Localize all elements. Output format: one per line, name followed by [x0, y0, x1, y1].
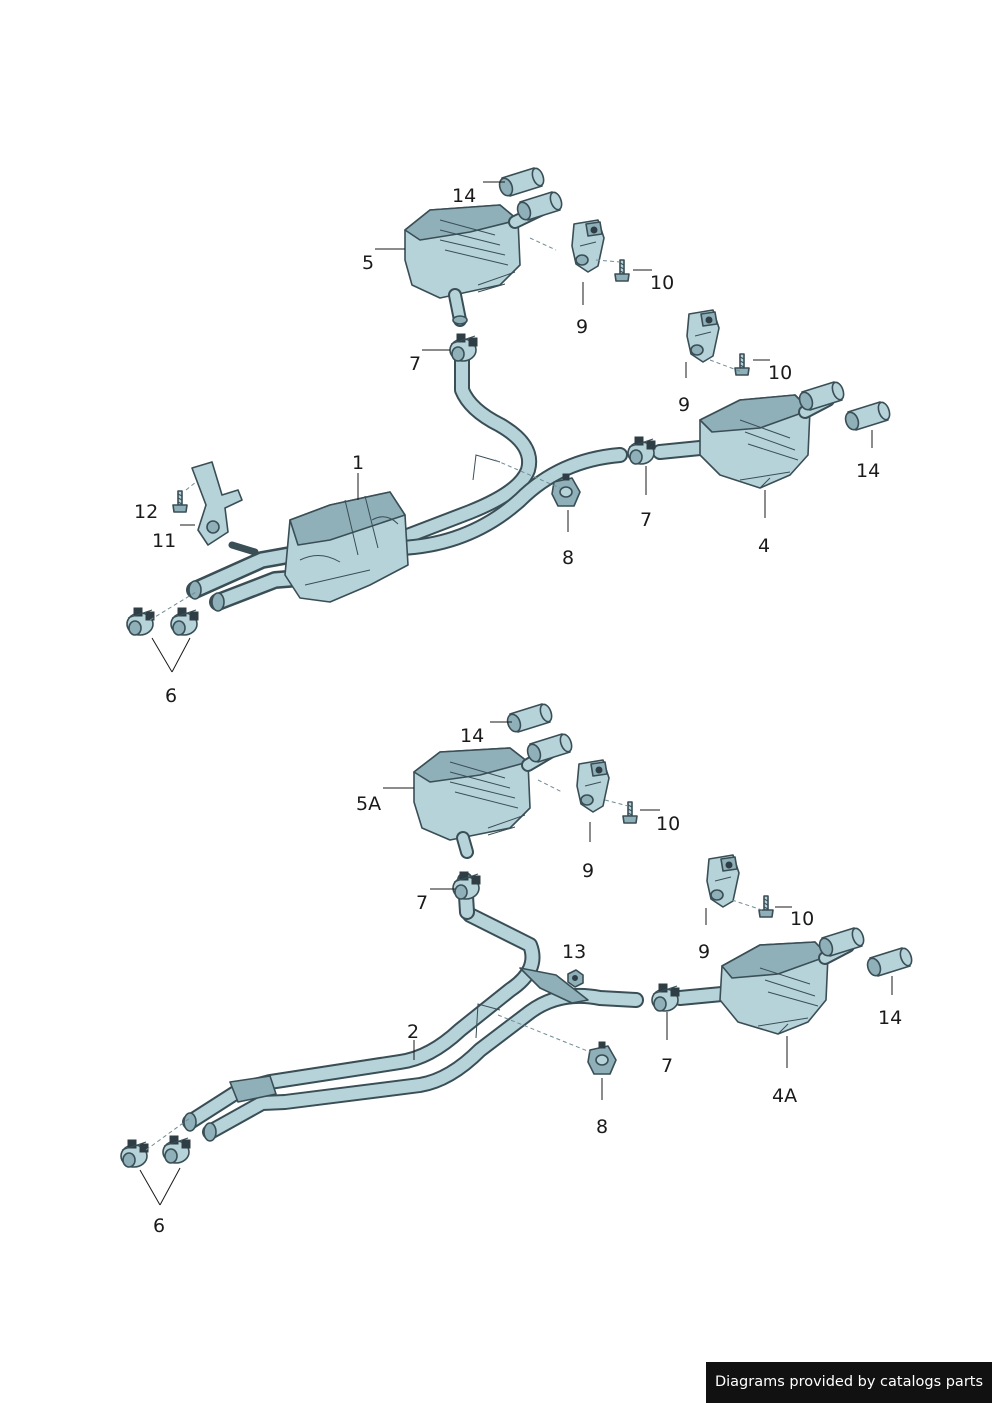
callout-13: 13 [562, 941, 586, 963]
callout-12: 12 [134, 501, 158, 523]
callout-9-top-a: 9 [576, 316, 588, 338]
callout-14-bottom-b: 14 [878, 1007, 902, 1029]
callout-14-bottom-a: 14 [460, 725, 484, 747]
callout-5: 5 [362, 252, 374, 274]
credit-banner[interactable]: Diagrams provided by catalogs parts [706, 1362, 992, 1403]
callout-8-top: 8 [562, 547, 574, 569]
top-assembly: 14 5 9 10 7 9 10 14 1 7 4 8 12 11 [126, 166, 893, 707]
callout-2: 2 [407, 1021, 419, 1043]
callout-7-top-b: 7 [640, 509, 652, 531]
callout-4a: 4A [772, 1085, 797, 1107]
top-callouts: 14 5 9 10 7 9 10 14 1 7 4 8 12 11 [134, 181, 880, 707]
callout-6-top: 6 [165, 685, 177, 707]
callout-7-bottom-b: 7 [661, 1055, 673, 1077]
callout-10-bottom-a: 10 [656, 813, 680, 835]
callout-14-top-a: 14 [452, 185, 476, 207]
callout-9-bottom-b: 9 [698, 941, 710, 963]
callout-9-bottom-a: 9 [582, 860, 594, 882]
callout-10-top-a: 10 [650, 272, 674, 294]
callout-10-top-b: 10 [768, 362, 792, 384]
callout-4: 4 [758, 535, 770, 557]
callout-14-top-b: 14 [856, 460, 880, 482]
callout-1: 1 [352, 452, 364, 474]
callout-8-bottom: 8 [596, 1116, 608, 1138]
callout-6-bottom: 6 [153, 1215, 165, 1237]
callout-10-bottom-b: 10 [790, 908, 814, 930]
callout-9-top-b: 9 [678, 394, 690, 416]
callout-5a: 5A [356, 793, 381, 815]
bottom-callouts: 14 5A 9 10 7 9 10 13 14 2 7 4A 8 [139, 721, 902, 1237]
callout-7-top-a: 7 [409, 353, 421, 375]
bottom-assembly: 14 5A 9 10 7 9 10 13 14 2 7 4A 8 [120, 702, 915, 1237]
callout-11: 11 [152, 530, 176, 552]
callout-7-bottom-a: 7 [416, 892, 428, 914]
